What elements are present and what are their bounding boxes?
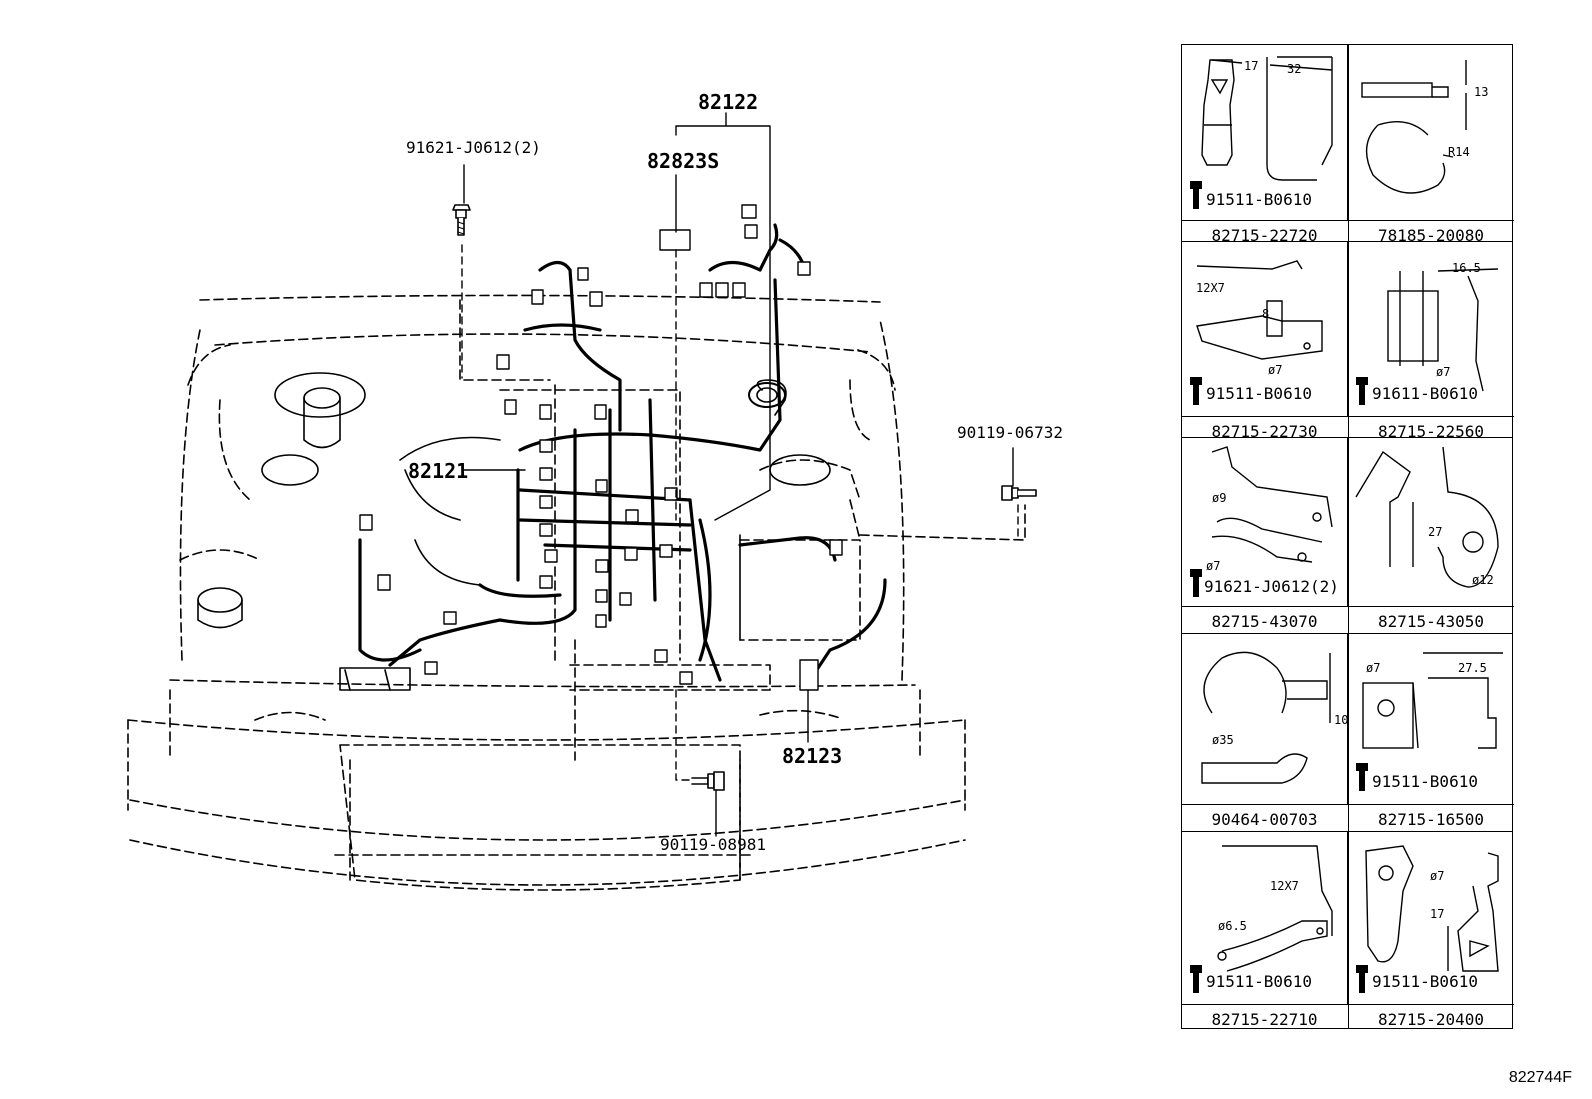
part-cell-78185-20080: 13 R14 78185-20080 <box>1348 45 1514 245</box>
engine-bay-drawing <box>127 112 1037 891</box>
car-body-outline <box>127 294 1026 891</box>
bolt-label: 91511-B0610 <box>1206 384 1312 403</box>
dim-16-5: 16.5 <box>1452 261 1481 275</box>
bracket-82715-22720-sketch <box>1201 56 1333 181</box>
grommet <box>748 382 786 408</box>
engine-components <box>197 372 831 691</box>
dim-10: 10 <box>1334 713 1349 727</box>
dim-12x7: 12X7 <box>1270 879 1299 893</box>
dim-r14: R14 <box>1448 145 1470 159</box>
connectors <box>359 204 843 691</box>
part-cell-82715-22720: 17 32 91511-B0610 82715-22720 <box>1182 45 1348 245</box>
bracket-82715-22710-sketch <box>1217 845 1333 972</box>
bolt-icon <box>1190 965 1202 993</box>
part-number-82715-22720: 82715-22720 <box>1211 226 1318 245</box>
bracket-82715-43050-sketch <box>1355 446 1499 588</box>
figure-id: 822744F <box>1508 1069 1572 1086</box>
part-number-82715-16500: 82715-16500 <box>1378 810 1484 829</box>
dim-27-5: 27.5 <box>1458 661 1487 675</box>
row-divider <box>1182 633 1512 634</box>
part-number-82715-43050: 82715-43050 <box>1378 612 1484 631</box>
bracket-82715-22730-sketch <box>1196 260 1323 360</box>
part-cell-90464-00703: 10 ø35 90464-00703 <box>1182 633 1349 829</box>
part-number-90464-00703: 90464-00703 <box>1211 810 1318 829</box>
bolt-icon <box>1190 377 1202 405</box>
bolt-icon <box>1356 965 1368 993</box>
bolt-label: 91511-B0610 <box>1372 772 1478 791</box>
wire-harness <box>358 223 887 682</box>
part-cell-82715-20400: ø7 17 91511-B0610 82715-20400 <box>1348 831 1514 1029</box>
bracket-82715-20400-sketch <box>1365 845 1499 972</box>
bolt-icon <box>1190 181 1202 209</box>
bolt-icon <box>1190 569 1202 597</box>
clamp-78185-20080-sketch <box>1361 60 1467 194</box>
bolt-right <box>1001 485 1037 501</box>
callout-82123: 82123 <box>782 744 843 768</box>
dim-phi6-5: ø6.5 <box>1218 919 1247 933</box>
dim-phi35: ø35 <box>1212 733 1234 747</box>
part-cell-82715-22730: 12X7 8 ø7 91511-B0610 82715-22730 <box>1182 241 1348 441</box>
part-number-82715-22730: 82715-22730 <box>1211 422 1318 441</box>
bolt-label: 91511-B0610 <box>1206 190 1312 209</box>
row-divider <box>1182 241 1512 242</box>
dim-13: 13 <box>1474 85 1489 99</box>
dim-phi9: ø9 <box>1212 491 1227 505</box>
row-divider <box>1182 831 1512 832</box>
part-cell-82715-22710: 12X7 ø6.5 91511-B0610 82715-22710 <box>1182 831 1348 1029</box>
bolt-label: 91511-B0610 <box>1372 972 1478 991</box>
bolt-top <box>452 204 471 236</box>
bolt-label: 91511-B0610 <box>1206 972 1312 991</box>
part-number-82715-22710: 82715-22710 <box>1211 1010 1318 1029</box>
leader-dashed <box>461 244 1019 781</box>
callout-90119-06732: 90119-06732 <box>957 423 1063 442</box>
dim-phi7: ø7 <box>1436 365 1451 379</box>
dim-32: 32 <box>1287 62 1302 76</box>
callout-82823s: 82823S <box>647 149 720 173</box>
column-divider <box>1348 45 1349 1028</box>
callout-90119-08981: 90119-08981 <box>660 835 766 854</box>
callout-91621-j0612: 91621-J0612(2) <box>406 138 541 157</box>
bolt-icon <box>1356 377 1368 405</box>
parts-reference-table: 17 32 91511-B0610 82715-22720 13 R14 781… <box>1181 44 1514 1029</box>
dim-17: 17 <box>1244 59 1259 73</box>
part-cell-82715-43070: ø9 ø7 91621-J0612(2) 82715-43070 <box>1182 437 1348 631</box>
bolt-icon <box>1356 763 1368 791</box>
dim-8: 8 <box>1262 307 1270 321</box>
bracket-82715-22560-sketch <box>1387 268 1499 392</box>
callout-82122: 82122 <box>698 90 759 114</box>
part-cell-82715-16500: ø7 27.5 91511-B0610 82715-16500 <box>1348 633 1514 829</box>
dim-phi7: ø7 <box>1206 559 1221 573</box>
part-number-82715-20400: 82715-20400 <box>1378 1010 1484 1029</box>
callout-82121: 82121 <box>408 459 469 483</box>
bolt-bottom <box>691 771 725 791</box>
dim-phi7: ø7 <box>1430 869 1445 883</box>
bolt-label: 91611-B0610 <box>1372 384 1478 403</box>
row-divider <box>1182 437 1512 438</box>
clamp-90464-00703-sketch <box>1201 651 1331 784</box>
dim-phi7: ø7 <box>1366 661 1381 675</box>
part-number-78185-20080: 78185-20080 <box>1378 226 1484 245</box>
bracket-82715-16500-sketch <box>1362 652 1503 749</box>
part-cell-82715-22560: 16.5 ø7 91611-B0610 82715-22560 <box>1348 241 1514 441</box>
dim-27: 27 <box>1428 525 1443 539</box>
part-cell-82715-43050: 27 ø12 82715-43050 <box>1348 437 1514 631</box>
dim-phi12: ø12 <box>1472 573 1494 587</box>
dim-17: 17 <box>1430 907 1445 921</box>
bolt-label: 91621-J0612(2) <box>1204 577 1339 596</box>
dim-phi7: ø7 <box>1268 363 1283 377</box>
dim-12x7: 12X7 <box>1196 281 1225 295</box>
leader-lines <box>461 112 1014 837</box>
part-number-82715-43070: 82715-43070 <box>1211 612 1318 631</box>
bracket-82715-43070-sketch <box>1211 446 1333 563</box>
part-number-82715-22560: 82715-22560 <box>1378 422 1484 441</box>
